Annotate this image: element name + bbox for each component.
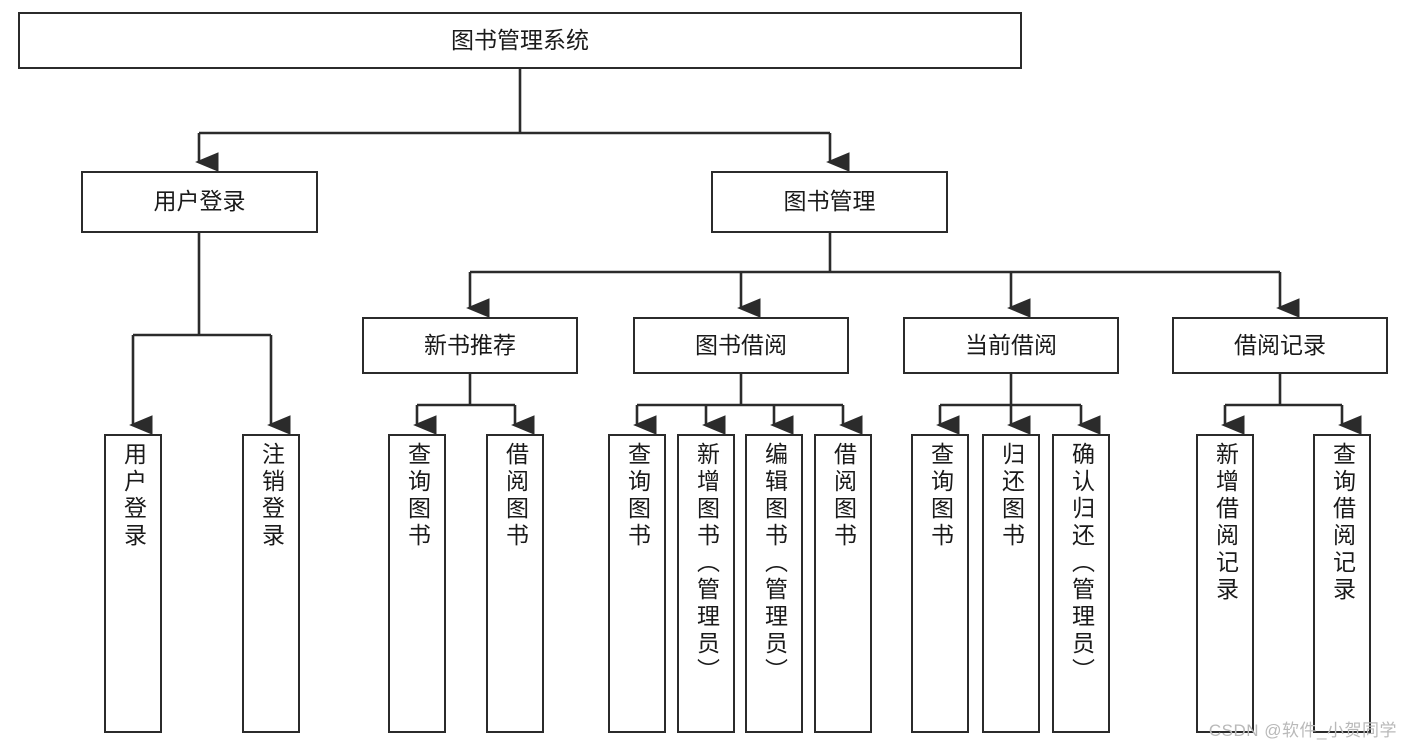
node-book-management-label: 图书管理 bbox=[783, 188, 876, 215]
leaf-borrow-book-2-label: 借阅图书 bbox=[830, 442, 857, 550]
leaf-query-book-1-label: 查询图书 bbox=[404, 442, 431, 550]
leaf-user-logout-label: 注销登录 bbox=[258, 442, 285, 550]
node-new-book-recommend[interactable]: 新书推荐 bbox=[362, 317, 578, 374]
leaf-query-record[interactable]: 查询借阅记录 bbox=[1313, 434, 1371, 733]
node-root[interactable]: 图书管理系统 bbox=[18, 12, 1022, 69]
node-user-login[interactable]: 用户登录 bbox=[81, 171, 318, 233]
leaf-add-book-label: 新增图书（管理员） bbox=[693, 442, 720, 685]
leaf-add-record[interactable]: 新增借阅记录 bbox=[1196, 434, 1254, 733]
node-root-label: 图书管理系统 bbox=[451, 26, 589, 53]
leaf-return-book-label: 归还图书 bbox=[998, 442, 1025, 550]
leaf-confirm-return-label: 确认归还（管理员） bbox=[1068, 442, 1095, 685]
node-borrow-record-label: 借阅记录 bbox=[1234, 331, 1326, 358]
watermark: CSDN @软件_小贺同学 bbox=[1208, 721, 1397, 740]
leaf-edit-book[interactable]: 编辑图书（管理员） bbox=[745, 434, 803, 733]
node-book-borrow-label: 图书借阅 bbox=[695, 331, 787, 358]
leaf-query-book-2-label: 查询图书 bbox=[624, 442, 651, 550]
leaf-edit-book-label: 编辑图书（管理员） bbox=[761, 442, 788, 685]
leaf-query-record-label: 查询借阅记录 bbox=[1329, 442, 1356, 604]
leaf-add-book[interactable]: 新增图书（管理员） bbox=[677, 434, 735, 733]
leaf-user-login-label: 用户登录 bbox=[120, 442, 147, 550]
node-book-borrow[interactable]: 图书借阅 bbox=[633, 317, 849, 374]
node-new-book-recommend-label: 新书推荐 bbox=[424, 331, 516, 358]
leaf-query-book-3[interactable]: 查询图书 bbox=[911, 434, 969, 733]
leaf-query-book-2[interactable]: 查询图书 bbox=[608, 434, 666, 733]
node-current-borrow-label: 当前借阅 bbox=[965, 331, 1057, 358]
node-current-borrow[interactable]: 当前借阅 bbox=[903, 317, 1119, 374]
leaf-borrow-book-2[interactable]: 借阅图书 bbox=[814, 434, 872, 733]
leaf-user-login[interactable]: 用户登录 bbox=[104, 434, 162, 733]
leaf-user-logout[interactable]: 注销登录 bbox=[242, 434, 300, 733]
node-borrow-record[interactable]: 借阅记录 bbox=[1172, 317, 1388, 374]
node-book-management[interactable]: 图书管理 bbox=[711, 171, 948, 233]
leaf-return-book[interactable]: 归还图书 bbox=[982, 434, 1040, 733]
leaf-query-book-1[interactable]: 查询图书 bbox=[388, 434, 446, 733]
leaf-confirm-return[interactable]: 确认归还（管理员） bbox=[1052, 434, 1110, 733]
leaf-borrow-book-1[interactable]: 借阅图书 bbox=[486, 434, 544, 733]
node-user-login-label: 用户登录 bbox=[153, 188, 246, 215]
leaf-add-record-label: 新增借阅记录 bbox=[1212, 442, 1239, 604]
leaf-borrow-book-1-label: 借阅图书 bbox=[502, 442, 529, 550]
leaf-query-book-3-label: 查询图书 bbox=[927, 442, 954, 550]
